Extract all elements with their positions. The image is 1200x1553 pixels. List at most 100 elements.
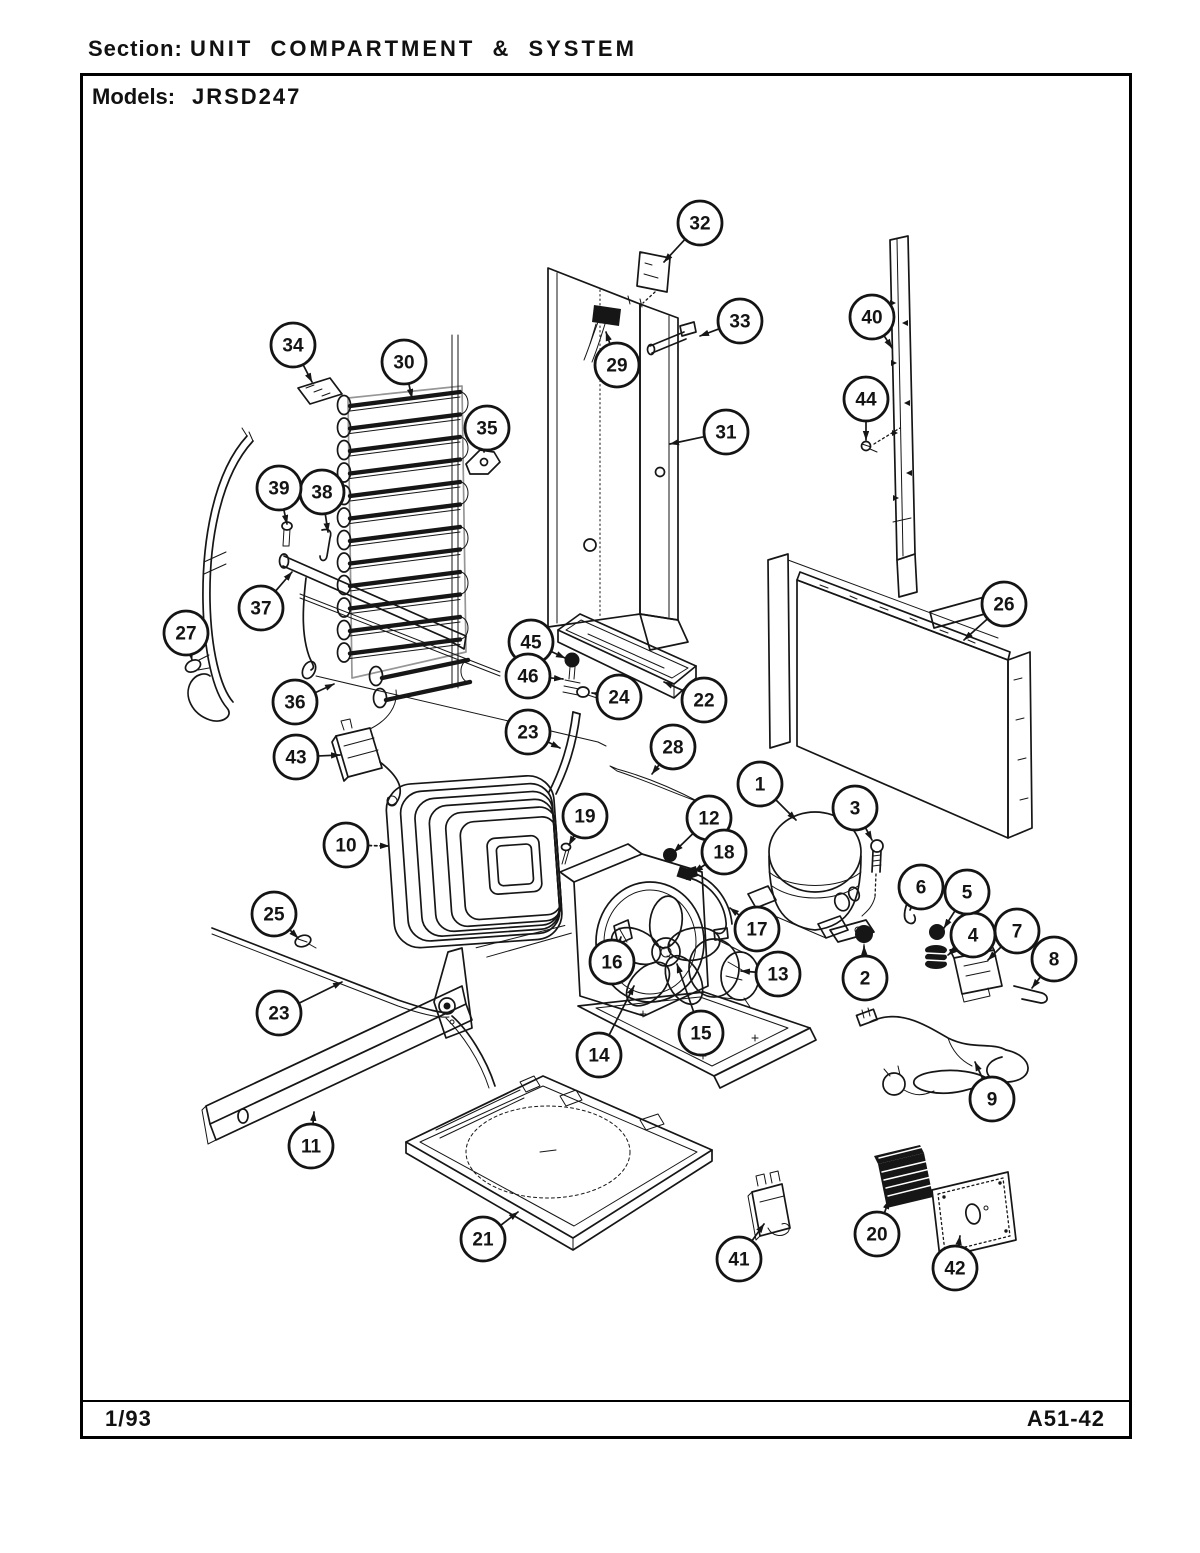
callout-19: 19 <box>561 792 609 846</box>
part-illustration-23-wire-lower <box>211 927 496 1089</box>
svg-text:16: 16 <box>601 953 622 974</box>
callout-44: 44 <box>842 375 890 441</box>
svg-text:27: 27 <box>175 624 196 645</box>
svg-text:15: 15 <box>690 1024 712 1045</box>
part-illustration-18-nut <box>676 866 695 882</box>
svg-text:4: 4 <box>968 926 979 947</box>
part-illustration-13-motor <box>688 938 760 1008</box>
callout-27: 27 <box>162 609 210 661</box>
callout-17: 17 <box>729 905 781 953</box>
models-label: Models: <box>92 84 176 109</box>
part-illustration-39-screw <box>281 521 293 547</box>
svg-text:29: 29 <box>606 356 627 377</box>
svg-text:33: 33 <box>729 312 750 333</box>
part-illustration-43-thermostat <box>331 689 402 807</box>
callout-3: 3 <box>831 784 879 841</box>
svg-text:19: 19 <box>574 807 595 828</box>
part-illustration-28-rod <box>609 765 700 803</box>
callout-22: 22 <box>663 676 728 724</box>
part-illustration-9-harness <box>855 1007 1029 1096</box>
svg-text:2: 2 <box>860 969 871 990</box>
callout-26: 26 <box>963 580 1028 641</box>
callout-8: 8 <box>1030 935 1078 989</box>
part-illustration-34-pad <box>297 377 343 405</box>
svg-text:38: 38 <box>311 483 332 504</box>
part-illustration-30-evaporator <box>336 334 473 709</box>
part-illustration-41-relay <box>747 1170 791 1241</box>
part-illustration-44-screw <box>860 427 901 453</box>
svg-text:37: 37 <box>250 599 271 620</box>
callout-41: 41 <box>715 1223 765 1283</box>
callout-30: 30 <box>380 338 428 399</box>
svg-text:45: 45 <box>520 633 542 654</box>
svg-text:22: 22 <box>693 691 714 712</box>
callout-38: 38 <box>298 468 346 533</box>
callout-23: 23 <box>504 708 561 756</box>
part-illustration-38-clip <box>319 528 332 562</box>
callout-40: 40 <box>848 293 896 349</box>
callout-46: 46 <box>504 652 564 700</box>
callout-32: 32 <box>663 199 724 263</box>
callout-6: 6 <box>897 863 945 911</box>
footer-date: 1/93 <box>105 1406 152 1431</box>
part-illustration-19-screw <box>560 842 572 865</box>
svg-text:44: 44 <box>855 390 877 411</box>
part-illustration-29-switch <box>583 295 643 363</box>
svg-text:3: 3 <box>850 799 861 820</box>
part-illustration-25-clip <box>294 934 317 949</box>
svg-text:25: 25 <box>263 905 285 926</box>
part-illustration-8-clip <box>1013 985 1048 1004</box>
part-illustration-40-strip <box>889 235 918 598</box>
svg-text:42: 42 <box>944 1259 965 1280</box>
callout-21: 21 <box>459 1211 519 1263</box>
part-illustration-3-bolt <box>861 839 884 917</box>
callout-35: 35 <box>463 404 511 453</box>
part-illustration-21-drain-pan <box>405 1075 713 1251</box>
diagram-frame: 1/93 A51-42 <box>80 73 1132 1439</box>
callout-18: 18 <box>693 828 748 876</box>
svg-text:36: 36 <box>284 693 305 714</box>
svg-text:41: 41 <box>728 1250 750 1271</box>
svg-text:17: 17 <box>746 920 767 941</box>
section-title: UNIT COMPARTMENT & SYSTEM <box>190 36 637 61</box>
part-illustration-37-heater <box>278 553 501 677</box>
svg-text:14: 14 <box>588 1046 610 1067</box>
svg-text:28: 28 <box>662 738 683 759</box>
callout-15: 15 <box>676 963 725 1057</box>
models-value: JRSD247 <box>192 84 302 109</box>
part-illustration-10-duct <box>385 774 572 958</box>
svg-text:6: 6 <box>916 878 927 899</box>
svg-text:21: 21 <box>472 1230 494 1251</box>
callout-2: 2 <box>841 945 889 1002</box>
footer-divider <box>80 1400 1132 1402</box>
callout-9: 9 <box>968 1061 1016 1123</box>
callout-31: 31 <box>669 408 750 456</box>
part-illustration-45-grommet <box>564 652 580 680</box>
part-illustration-15-fan-blade <box>610 895 721 1007</box>
svg-text:46: 46 <box>517 667 538 688</box>
svg-text:23: 23 <box>268 1004 289 1025</box>
callout-36: 36 <box>271 678 335 726</box>
callout-20: 20 <box>853 1199 901 1258</box>
section-label: Section: <box>88 36 183 61</box>
svg-text:40: 40 <box>861 308 882 329</box>
svg-text:10: 10 <box>335 836 356 857</box>
part-illustration-33-pin <box>646 321 697 356</box>
svg-text:9: 9 <box>987 1090 998 1111</box>
callout-37: 37 <box>237 571 293 632</box>
svg-text:20: 20 <box>866 1225 887 1246</box>
svg-text:39: 39 <box>268 479 289 500</box>
footer-page-code: A51-42 <box>1026 1406 1105 1431</box>
part-illustration-27-suction-tube <box>184 427 254 722</box>
svg-text:24: 24 <box>608 688 630 709</box>
svg-text:35: 35 <box>476 419 498 440</box>
svg-text:11: 11 <box>301 1137 322 1158</box>
callout-33: 33 <box>699 297 764 345</box>
part-illustration-11-rail <box>201 947 473 1145</box>
svg-text:32: 32 <box>689 214 710 235</box>
callout-43: 43 <box>272 733 341 781</box>
models-header: Models: JRSD247 <box>92 84 299 110</box>
callout-34: 34 <box>269 321 317 383</box>
callout-5: 5 <box>943 868 991 929</box>
